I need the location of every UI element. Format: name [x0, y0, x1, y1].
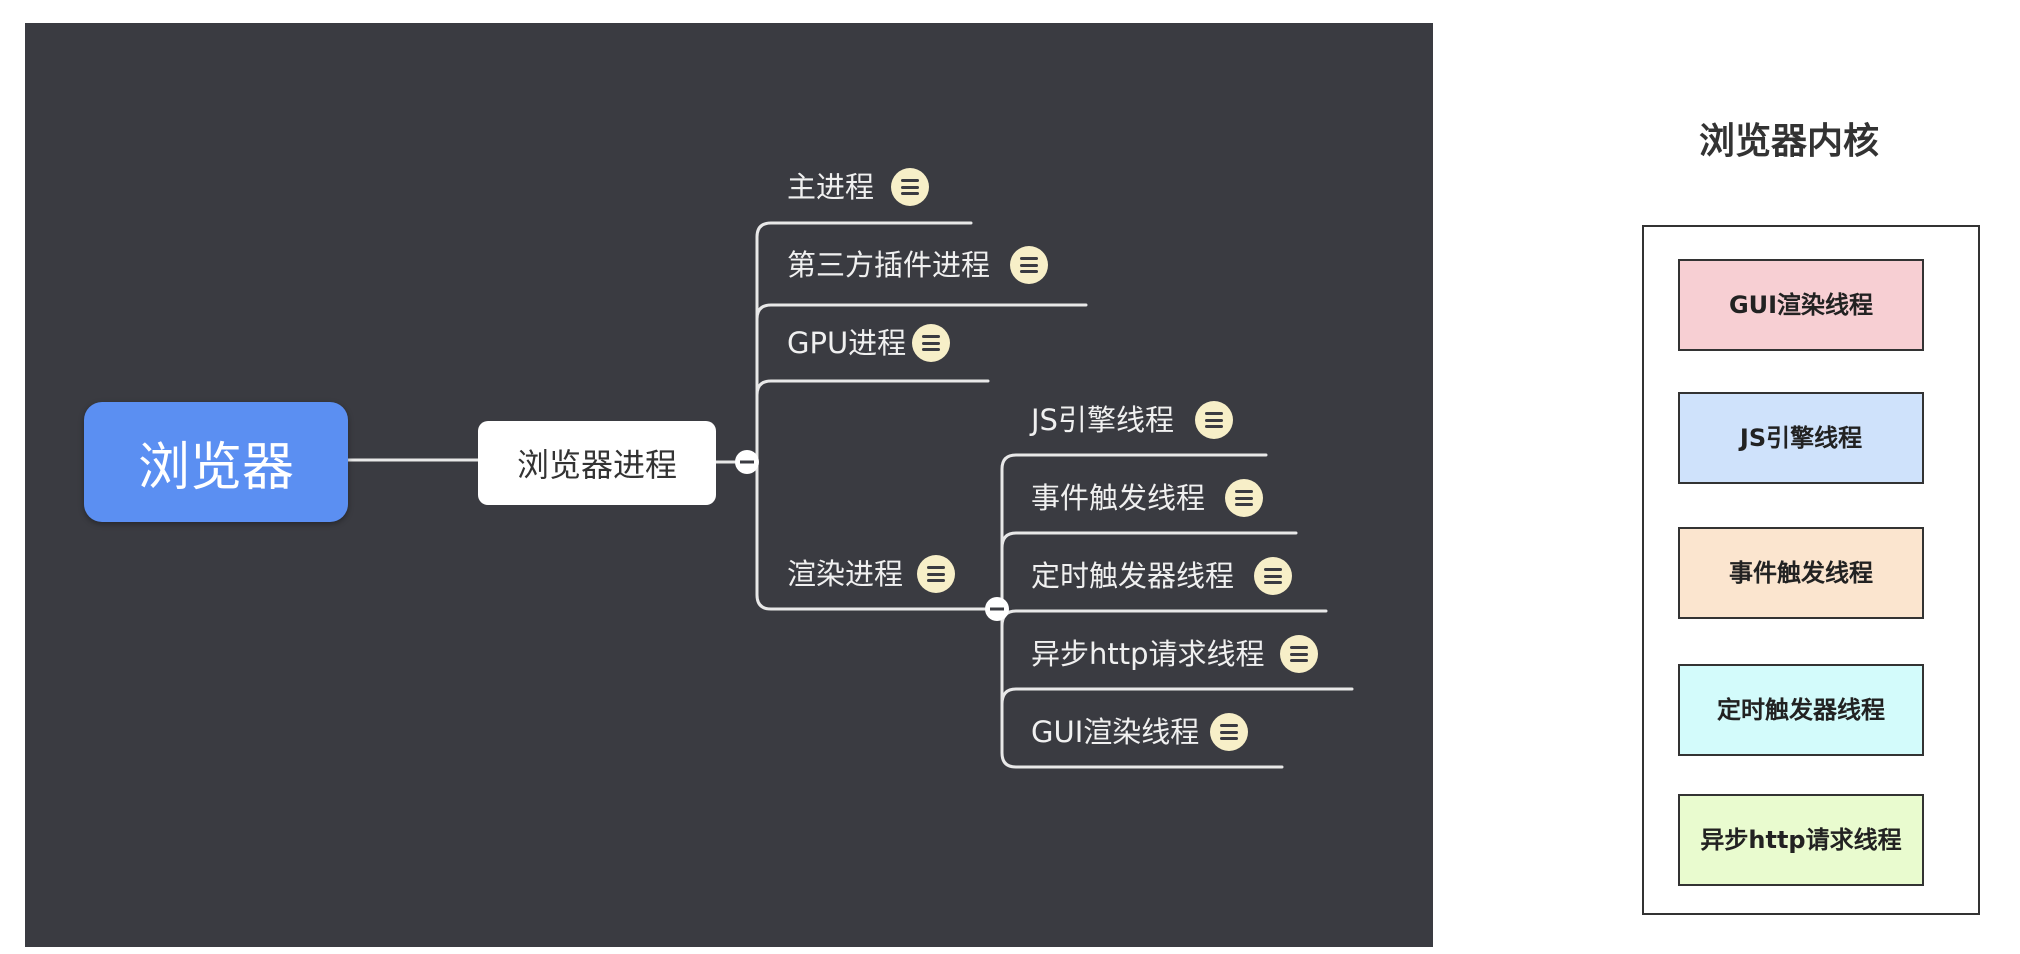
kernel-thread-label: 异步http请求线程	[1700, 826, 1902, 854]
thread-async-http[interactable]: 异步http请求线程	[1031, 637, 1265, 671]
thread-underline-4	[1000, 687, 1354, 706]
note-icon[interactable]	[891, 168, 929, 206]
kernel-thread-event: 事件触发线程	[1678, 527, 1924, 619]
process-node[interactable]: 浏览器进程	[478, 421, 716, 505]
branch-gpu-process[interactable]: GPU进程	[787, 326, 907, 360]
mindmap-panel: 浏览器 浏览器进程 主进程 第三方插件进程 GPU进程 渲染进程 JS引擎线程 …	[25, 23, 1433, 947]
branch-plugin-process[interactable]: 第三方插件进程	[787, 248, 991, 282]
kernel-thread-async-http: 异步http请求线程	[1678, 794, 1924, 886]
mindmap-connectors	[346, 221, 1354, 769]
thread-event-trigger[interactable]: 事件触发线程	[1031, 481, 1206, 515]
kernel-thread-label: GUI渲染线程	[1728, 291, 1874, 319]
collapse-toggle-render[interactable]	[985, 597, 1009, 621]
branch-underline-2	[755, 379, 990, 397]
note-icon[interactable]	[1195, 401, 1233, 439]
trunk-render	[1000, 453, 1268, 611]
thread-timer-trigger[interactable]: 定时触发器线程	[1031, 559, 1235, 593]
thread-underline-3	[1000, 609, 1328, 628]
note-icon[interactable]	[1254, 557, 1292, 595]
kernel-thread-js: JS引擎线程	[1678, 392, 1924, 484]
kernel-thread-label: 定时触发器线程	[1717, 696, 1885, 724]
kernel-container: GUI渲染线程 JS引擎线程 事件触发线程 定时触发器线程 异步http请求线程	[1642, 225, 1980, 915]
note-icon[interactable]	[1225, 479, 1263, 517]
trunk-main	[755, 221, 973, 464]
kernel-thread-timer: 定时触发器线程	[1678, 664, 1924, 756]
note-icon[interactable]	[917, 555, 955, 593]
root-node-label: 浏览器	[137, 437, 294, 498]
kernel-title: 浏览器内核	[1698, 121, 1879, 162]
branch-main-process[interactable]: 主进程	[787, 170, 875, 204]
trunk-lower	[755, 460, 985, 611]
thread-gui-render[interactable]: GUI渲染线程	[1031, 715, 1200, 749]
note-icon[interactable]	[912, 324, 950, 362]
kernel-thread-gui: GUI渲染线程	[1678, 259, 1924, 351]
thread-underline-2	[1000, 531, 1298, 550]
note-icon[interactable]	[1280, 635, 1318, 673]
kernel-thread-label: JS引擎线程	[1739, 424, 1863, 452]
note-icon[interactable]	[1010, 246, 1048, 284]
process-node-label: 浏览器进程	[516, 446, 677, 484]
branch-underline-1	[755, 303, 1088, 321]
collapse-toggle-process[interactable]	[735, 450, 759, 474]
kernel-thread-label: 事件触发线程	[1729, 559, 1873, 587]
thread-underline-5	[1000, 607, 1284, 769]
thread-js-engine[interactable]: JS引擎线程	[1031, 403, 1174, 437]
root-node[interactable]: 浏览器	[84, 402, 348, 522]
branch-render-process[interactable]: 渲染进程	[787, 557, 904, 591]
note-icon[interactable]	[1210, 713, 1248, 751]
